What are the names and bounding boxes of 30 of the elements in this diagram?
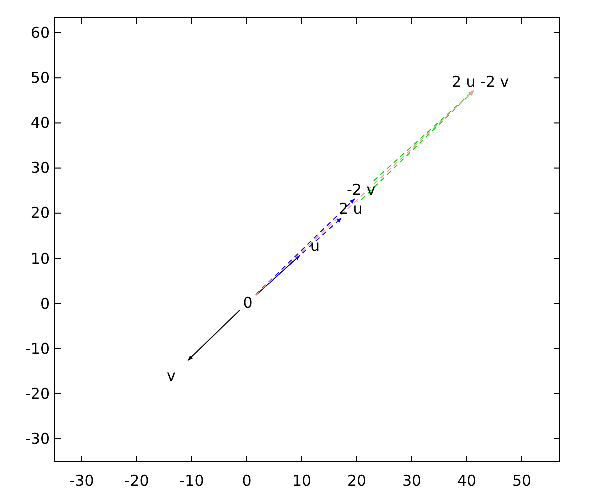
vector-arrow (361, 90, 474, 200)
vector-arrow (188, 310, 240, 362)
axis-tick-label: 40 (30, 115, 50, 132)
point-label: u (300, 236, 320, 256)
point-label: -2 v (347, 181, 383, 199)
axis-tick-label: 20 (30, 205, 50, 222)
axis-tick-label: 10 (291, 473, 313, 490)
axis-tick-label: -30 (68, 473, 96, 490)
vector-arrow (256, 90, 474, 296)
axis-tick-label: 0 (241, 473, 253, 490)
axis-tick-label: -30 (24, 430, 50, 448)
vector-arrow (373, 90, 474, 182)
axis-tick-label: -10 (24, 340, 50, 358)
axis-tick-label: -10 (178, 473, 206, 490)
point-label: 2 u -2 v (452, 73, 518, 91)
axis-tick-label: 30 (401, 473, 423, 490)
axis-tick-label: 30 (30, 160, 50, 178)
axis-tick-label: 50 (511, 473, 533, 490)
vector-arrow (256, 218, 342, 296)
axis-tick-label: 10 (30, 250, 50, 268)
axis-tick-label: 50 (30, 70, 50, 88)
axis-tick-label: -20 (24, 386, 50, 403)
vector-arrow (256, 198, 356, 296)
point-label: v (167, 360, 188, 385)
axis-tick-label: -20 (124, 473, 150, 490)
axis-tick-label: 20 (346, 473, 368, 490)
point-label: 0 (240, 294, 256, 312)
axis-tick-label: 60 (30, 25, 50, 42)
axis-tick-label: 0 (39, 296, 50, 313)
axis-tick-label: 40 (456, 473, 478, 490)
